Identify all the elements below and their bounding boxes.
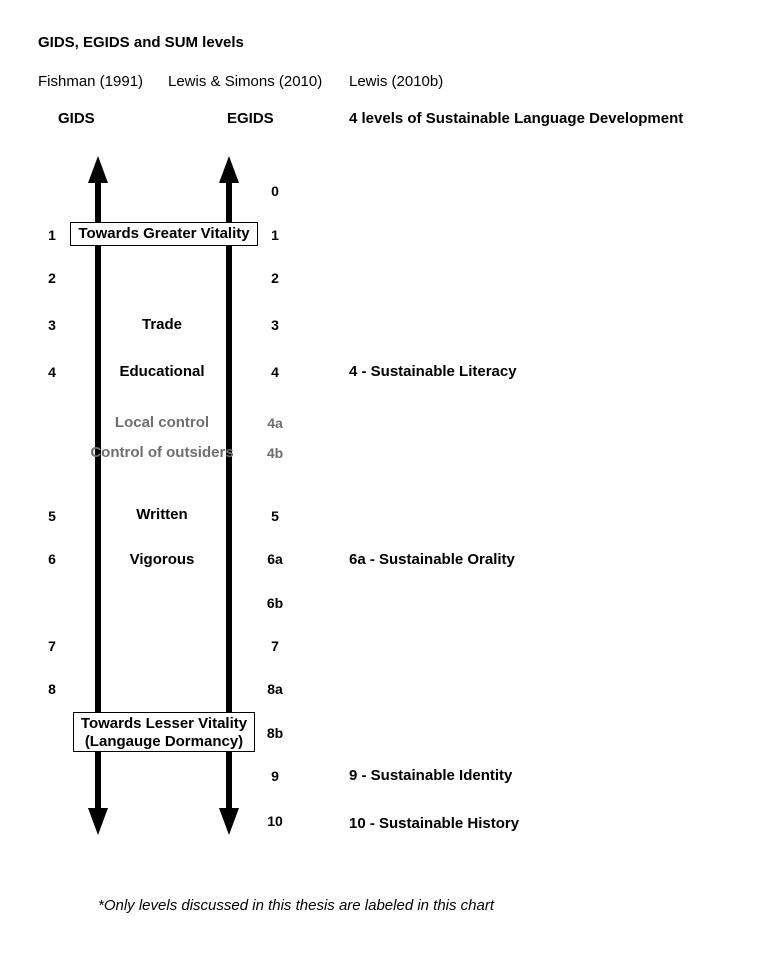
sum-literacy: 4 - Sustainable Literacy: [349, 363, 517, 380]
egids-level: 9: [271, 768, 279, 784]
egids-level: 3: [271, 317, 279, 333]
lesser-vitality-line1: Towards Lesser Vitality: [80, 715, 248, 732]
gids-level: 1: [48, 227, 56, 243]
egids-level: 6b: [266, 595, 284, 611]
gids-level: 8: [48, 681, 56, 697]
gids-level: 6: [48, 551, 56, 567]
footnote: *Only levels discussed in this thesis ar…: [98, 897, 495, 914]
egids-arrow: [219, 156, 239, 835]
lesser-vitality-box: Towards Lesser Vitality (Langauge Dorman…: [73, 712, 255, 752]
source-lewis-2010b: Lewis (2010b): [349, 73, 444, 90]
sum-header: 4 levels of Sustainable Language Develop…: [349, 110, 684, 127]
chart-title: GIDS, EGIDS and SUM levels: [38, 34, 244, 51]
egids-level: 10: [267, 813, 283, 829]
egids-header: EGIDS: [227, 110, 274, 127]
sum-identity: 9 - Sustainable Identity: [349, 767, 513, 784]
written-label: Written: [136, 506, 188, 523]
gids-level: 5: [48, 508, 56, 524]
sum-orality: 6a - Sustainable Orality: [349, 551, 515, 568]
gids-level: 3: [48, 317, 56, 333]
egids-level: 4a: [267, 415, 283, 431]
egids-level: 0: [271, 183, 279, 199]
sum-history: 10 - Sustainable History: [349, 815, 520, 832]
egids-level: 4: [271, 364, 279, 380]
egids-level: 8a: [267, 681, 283, 697]
source-lewis-simons: Lewis & Simons (2010): [168, 73, 323, 90]
educational-label: Educational: [119, 363, 205, 380]
egids-level: 1: [271, 227, 279, 243]
gids-level: 2: [48, 270, 56, 286]
egids-level: 5: [271, 508, 279, 524]
local-control-label: Local control: [114, 414, 210, 431]
gids-header: GIDS: [58, 110, 95, 127]
gids-level: 7: [48, 638, 56, 654]
egids-level: 2: [271, 270, 279, 286]
greater-vitality-box: Towards Greater Vitality: [70, 222, 258, 246]
control-of-outsiders-label: Control of outsiders: [90, 444, 234, 461]
source-fishman: Fishman (1991): [38, 73, 144, 90]
egids-level: 8b: [266, 725, 284, 741]
egids-level: 4b: [266, 445, 284, 461]
gids-level: 4: [48, 364, 56, 380]
trade-label: Trade: [141, 316, 183, 333]
lesser-vitality-line2: (Langauge Dormancy): [84, 733, 244, 750]
gids-arrow: [88, 156, 108, 835]
egids-level: 7: [271, 638, 279, 654]
egids-level: 6a: [267, 551, 283, 567]
vigorous-label: Vigorous: [129, 551, 195, 568]
